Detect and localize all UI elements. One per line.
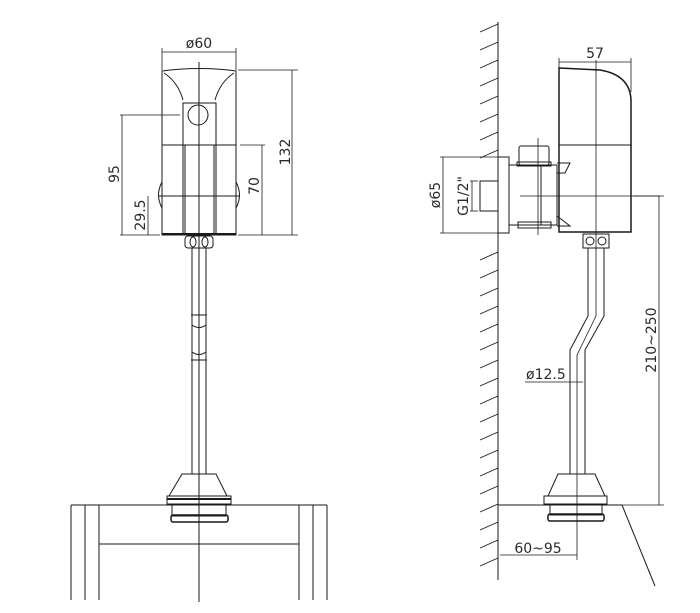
side-spud-bottom	[547, 513, 605, 522]
valve-body	[508, 164, 558, 226]
label-depth: 57	[586, 46, 604, 62]
spud-lower	[171, 503, 227, 517]
side-nut-hole-1	[585, 236, 595, 246]
wall-hatching	[479, 23, 499, 567]
side-button-left	[158, 181, 163, 209]
side-body-outline	[558, 67, 632, 233]
label-thread: G1/2"	[456, 176, 472, 216]
side-urinal-slope	[621, 504, 656, 587]
side-spud-cone	[547, 473, 606, 497]
label-pipe-length: 210~250	[644, 307, 660, 372]
label-sensor-height: 95	[107, 165, 123, 183]
front-nut	[184, 235, 214, 249]
nut-hole-1	[189, 236, 197, 248]
inlet-thread	[479, 180, 499, 212]
front-body-outline	[161, 68, 237, 236]
valve-connector-top	[557, 162, 571, 174]
spud-bottom-ring	[170, 514, 229, 523]
label-total-height: 132	[278, 139, 294, 166]
valve-cap-base	[516, 161, 552, 167]
front-top-curve-left	[163, 72, 184, 101]
label-lower-height: 70	[247, 177, 263, 195]
front-view	[70, 48, 328, 602]
label-button-height: 29.5	[133, 199, 149, 230]
label-pipe-diameter: ø12.5	[526, 367, 566, 383]
side-button-right	[235, 181, 240, 209]
nut-hole-2	[201, 236, 209, 248]
side-spud-ring	[543, 495, 608, 505]
side-view	[440, 22, 664, 587]
valve-connector-bottom	[556, 215, 572, 227]
side-nut-hole-2	[597, 236, 607, 246]
dimension-labels: ø60 132 70 95 29.5 57 ø65 G1/2" 210~250 …	[107, 36, 660, 557]
spud-cone	[168, 473, 228, 497]
label-width-diameter: ø60	[186, 36, 212, 52]
label-wall-offset: 60~95	[514, 541, 561, 557]
valve-cap	[518, 145, 550, 166]
label-flange-diameter: ø65	[428, 182, 444, 208]
bent-pipe-left	[569, 248, 589, 474]
sensor-eye-icon	[187, 104, 209, 126]
bent-pipe-right	[584, 248, 605, 474]
front-top-curve-right	[214, 72, 235, 101]
coupling-curve-2	[191, 351, 207, 355]
coupling-curve-1	[191, 324, 207, 328]
valve-bottom	[517, 221, 552, 229]
wall-flange	[497, 156, 510, 234]
